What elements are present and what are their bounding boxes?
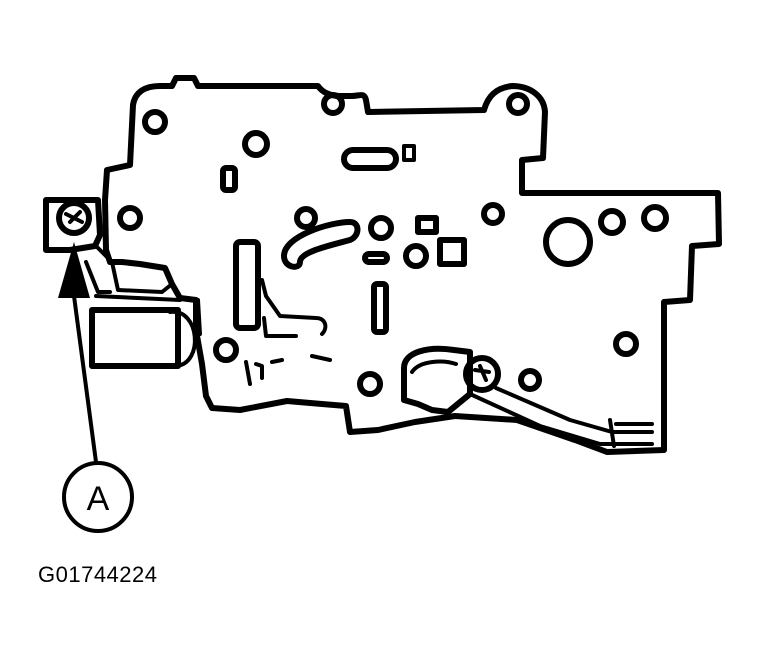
- left-boss: [89, 307, 181, 369]
- callout-leader-line: [72, 294, 98, 464]
- callout-circle: [62, 461, 134, 533]
- lower-screw-mark: [473, 364, 491, 382]
- bracket-lower: [84, 260, 112, 294]
- plate-outline: [102, 75, 722, 455]
- bracket-screw-mark: [64, 210, 84, 224]
- wire-harness: [468, 386, 654, 446]
- callout-label: A: [87, 480, 110, 518]
- bracket-arm: [94, 244, 174, 294]
- left-boss-detail: [168, 309, 197, 368]
- callout-arrowhead: [58, 242, 90, 298]
- plate-holes: [117, 92, 669, 397]
- figure-id: G01744224: [38, 562, 158, 587]
- left-boss-top: [94, 294, 182, 302]
- left-bracket: [43, 197, 103, 253]
- lower-screw: [463, 355, 501, 393]
- lower-solenoid: [401, 345, 473, 415]
- harness-end: [608, 418, 616, 448]
- bracket-screw: [56, 200, 92, 236]
- lower-solenoid-inner: [410, 359, 458, 374]
- passage-lines: [196, 278, 332, 386]
- plate-slots: [220, 144, 467, 335]
- curved-passage: [281, 219, 361, 270]
